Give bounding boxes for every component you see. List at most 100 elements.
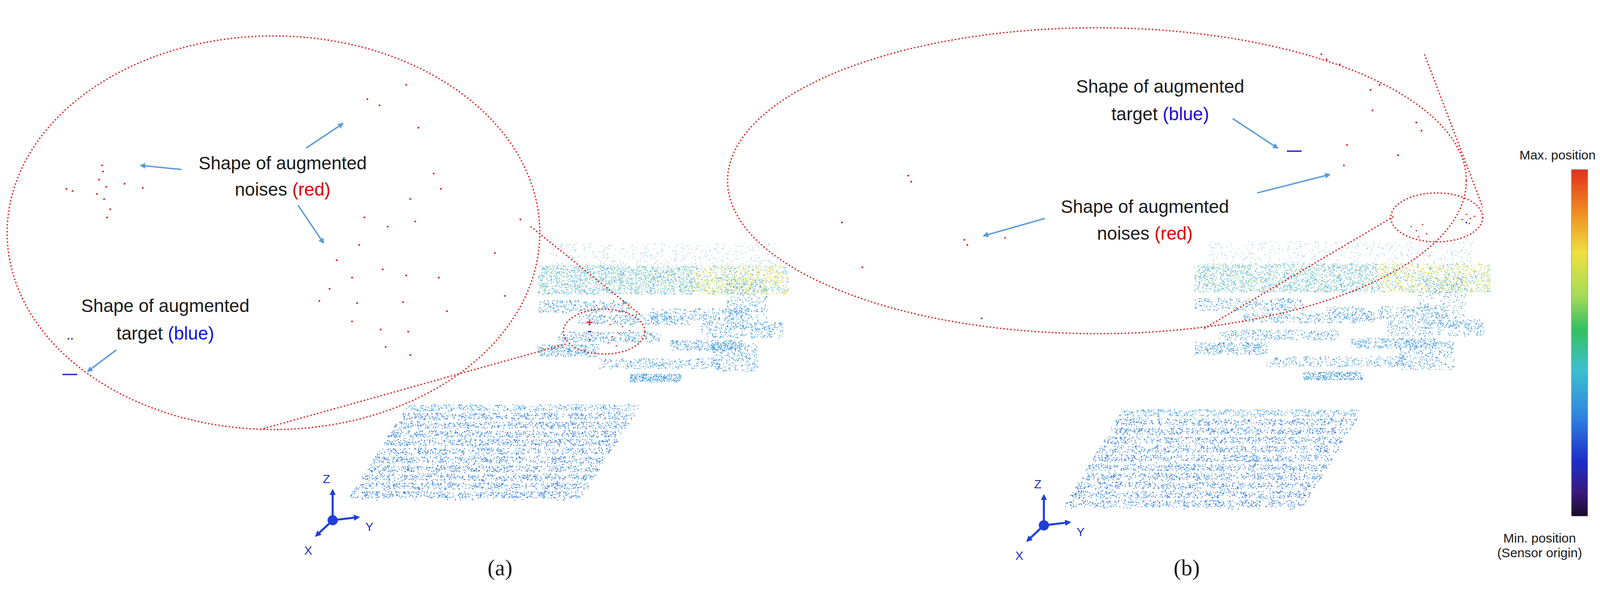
- point-cloud-dots: [693, 263, 1490, 295]
- noise-point: [407, 330, 409, 333]
- target-point: [1293, 150, 1296, 153]
- label-line: target(blue): [116, 323, 215, 345]
- callout-arrow: [141, 165, 182, 170]
- noise-point: [1345, 144, 1348, 146]
- label-line: Y: [365, 520, 374, 535]
- target-point: [1288, 150, 1291, 153]
- noise-point: [405, 274, 408, 277]
- target-point: [71, 338, 73, 340]
- label-line: Shape of augmented: [198, 152, 367, 174]
- callout-text: Shape of augmented: [198, 152, 367, 174]
- label-line: X: [304, 544, 313, 559]
- noise-point: [437, 276, 440, 279]
- zoom-line: [1204, 216, 1394, 329]
- target-point: [70, 373, 73, 376]
- noise-point: [1325, 58, 1328, 61]
- target-point: [67, 373, 70, 376]
- noise-point: [910, 181, 913, 183]
- label-line: (b): [1173, 555, 1200, 582]
- target-point: [73, 373, 76, 376]
- noise-point: [386, 225, 389, 228]
- noise-point: [618, 333, 621, 335]
- noise-point: [519, 218, 522, 221]
- noise-point: [351, 320, 353, 323]
- target-point: [1286, 150, 1289, 153]
- point-cloud-dots: [538, 277, 1481, 383]
- noise-point: [328, 288, 331, 290]
- callout-arrow: [87, 350, 117, 372]
- noise-point: [409, 354, 411, 357]
- noise-point: [980, 317, 983, 320]
- callout-text: noises: [234, 179, 287, 201]
- label-line: Z: [323, 472, 331, 487]
- label-line: Z: [1034, 477, 1042, 492]
- noise-point: [100, 164, 103, 167]
- zoom-line: [1424, 54, 1483, 208]
- noise-point: [1420, 129, 1423, 132]
- label-line: Min. position (Sensor origin): [1483, 530, 1596, 561]
- noise-point: [504, 295, 506, 298]
- callout-text: noises: [1097, 223, 1150, 245]
- point-cloud-dots: [552, 241, 1471, 266]
- target-point: [64, 373, 66, 376]
- zoom-ellipse: [1390, 193, 1483, 243]
- colorbar-label: Max. position: [1519, 147, 1596, 163]
- panel-label: (b): [1173, 555, 1200, 582]
- callout-arrow: [1232, 118, 1278, 149]
- callout-arrow: [306, 123, 343, 149]
- noise-point: [1468, 222, 1470, 225]
- axis-label: Y: [365, 520, 374, 535]
- noise-point: [1425, 233, 1428, 235]
- label-line: Max. position: [1519, 147, 1596, 163]
- callout-text: Shape of augmented: [1076, 76, 1245, 98]
- callout-text: Shape of augmented: [1060, 196, 1230, 218]
- point-clouds: [350, 241, 1491, 511]
- colorbar-label: Min. position (Sensor origin): [1483, 530, 1596, 561]
- noise-point: [105, 185, 107, 188]
- noise-point: [401, 301, 404, 304]
- noise-point: [907, 174, 910, 177]
- noise-point: [1473, 216, 1475, 218]
- target-point: [1298, 150, 1301, 153]
- label-line: (a): [487, 555, 513, 582]
- point-cloud-dots: [350, 404, 1357, 511]
- noise-point: [861, 266, 863, 269]
- noise-point: [1339, 63, 1341, 66]
- noise-point: [65, 188, 68, 190]
- axis-origin: [1038, 520, 1050, 531]
- callout-text: target: [1111, 103, 1158, 125]
- noise-point: [417, 126, 420, 129]
- noise-point: [607, 342, 609, 344]
- point-cloud-dots: [353, 411, 1357, 510]
- noise-point: [493, 252, 496, 255]
- noise-point: [1396, 154, 1399, 157]
- point-cloud-dots: [552, 241, 1474, 267]
- colorbar: [1571, 169, 1588, 517]
- noise-point: [963, 238, 966, 241]
- callout-arrow: [1257, 174, 1330, 194]
- zoom-ellipse: [727, 27, 1467, 334]
- noise-point: [1320, 53, 1323, 56]
- noise-point: [621, 326, 624, 328]
- label-line: Shape of augmented: [81, 295, 250, 317]
- zoom-line: [260, 344, 567, 430]
- noise-point: [106, 216, 108, 219]
- point-cloud-dots: [538, 263, 1491, 295]
- zoom-ellipse: [563, 309, 645, 355]
- target-point: [62, 373, 65, 376]
- noise-point: [1417, 236, 1419, 238]
- target-point: [589, 339, 591, 342]
- noise-point: [405, 84, 408, 86]
- noise-point: [71, 190, 74, 192]
- noise-point: [318, 300, 320, 302]
- color-word: (blue): [1162, 103, 1209, 125]
- noise-point: [366, 98, 369, 101]
- noise-point: [363, 216, 366, 219]
- color-word: (red): [292, 179, 331, 201]
- target-point: [69, 373, 71, 376]
- noise-point: [123, 182, 126, 185]
- zoom-ellipse: [7, 35, 540, 430]
- axis-origin: [327, 515, 339, 526]
- point-cloud-dots: [537, 263, 1491, 295]
- point-cloud-dots: [550, 241, 1472, 267]
